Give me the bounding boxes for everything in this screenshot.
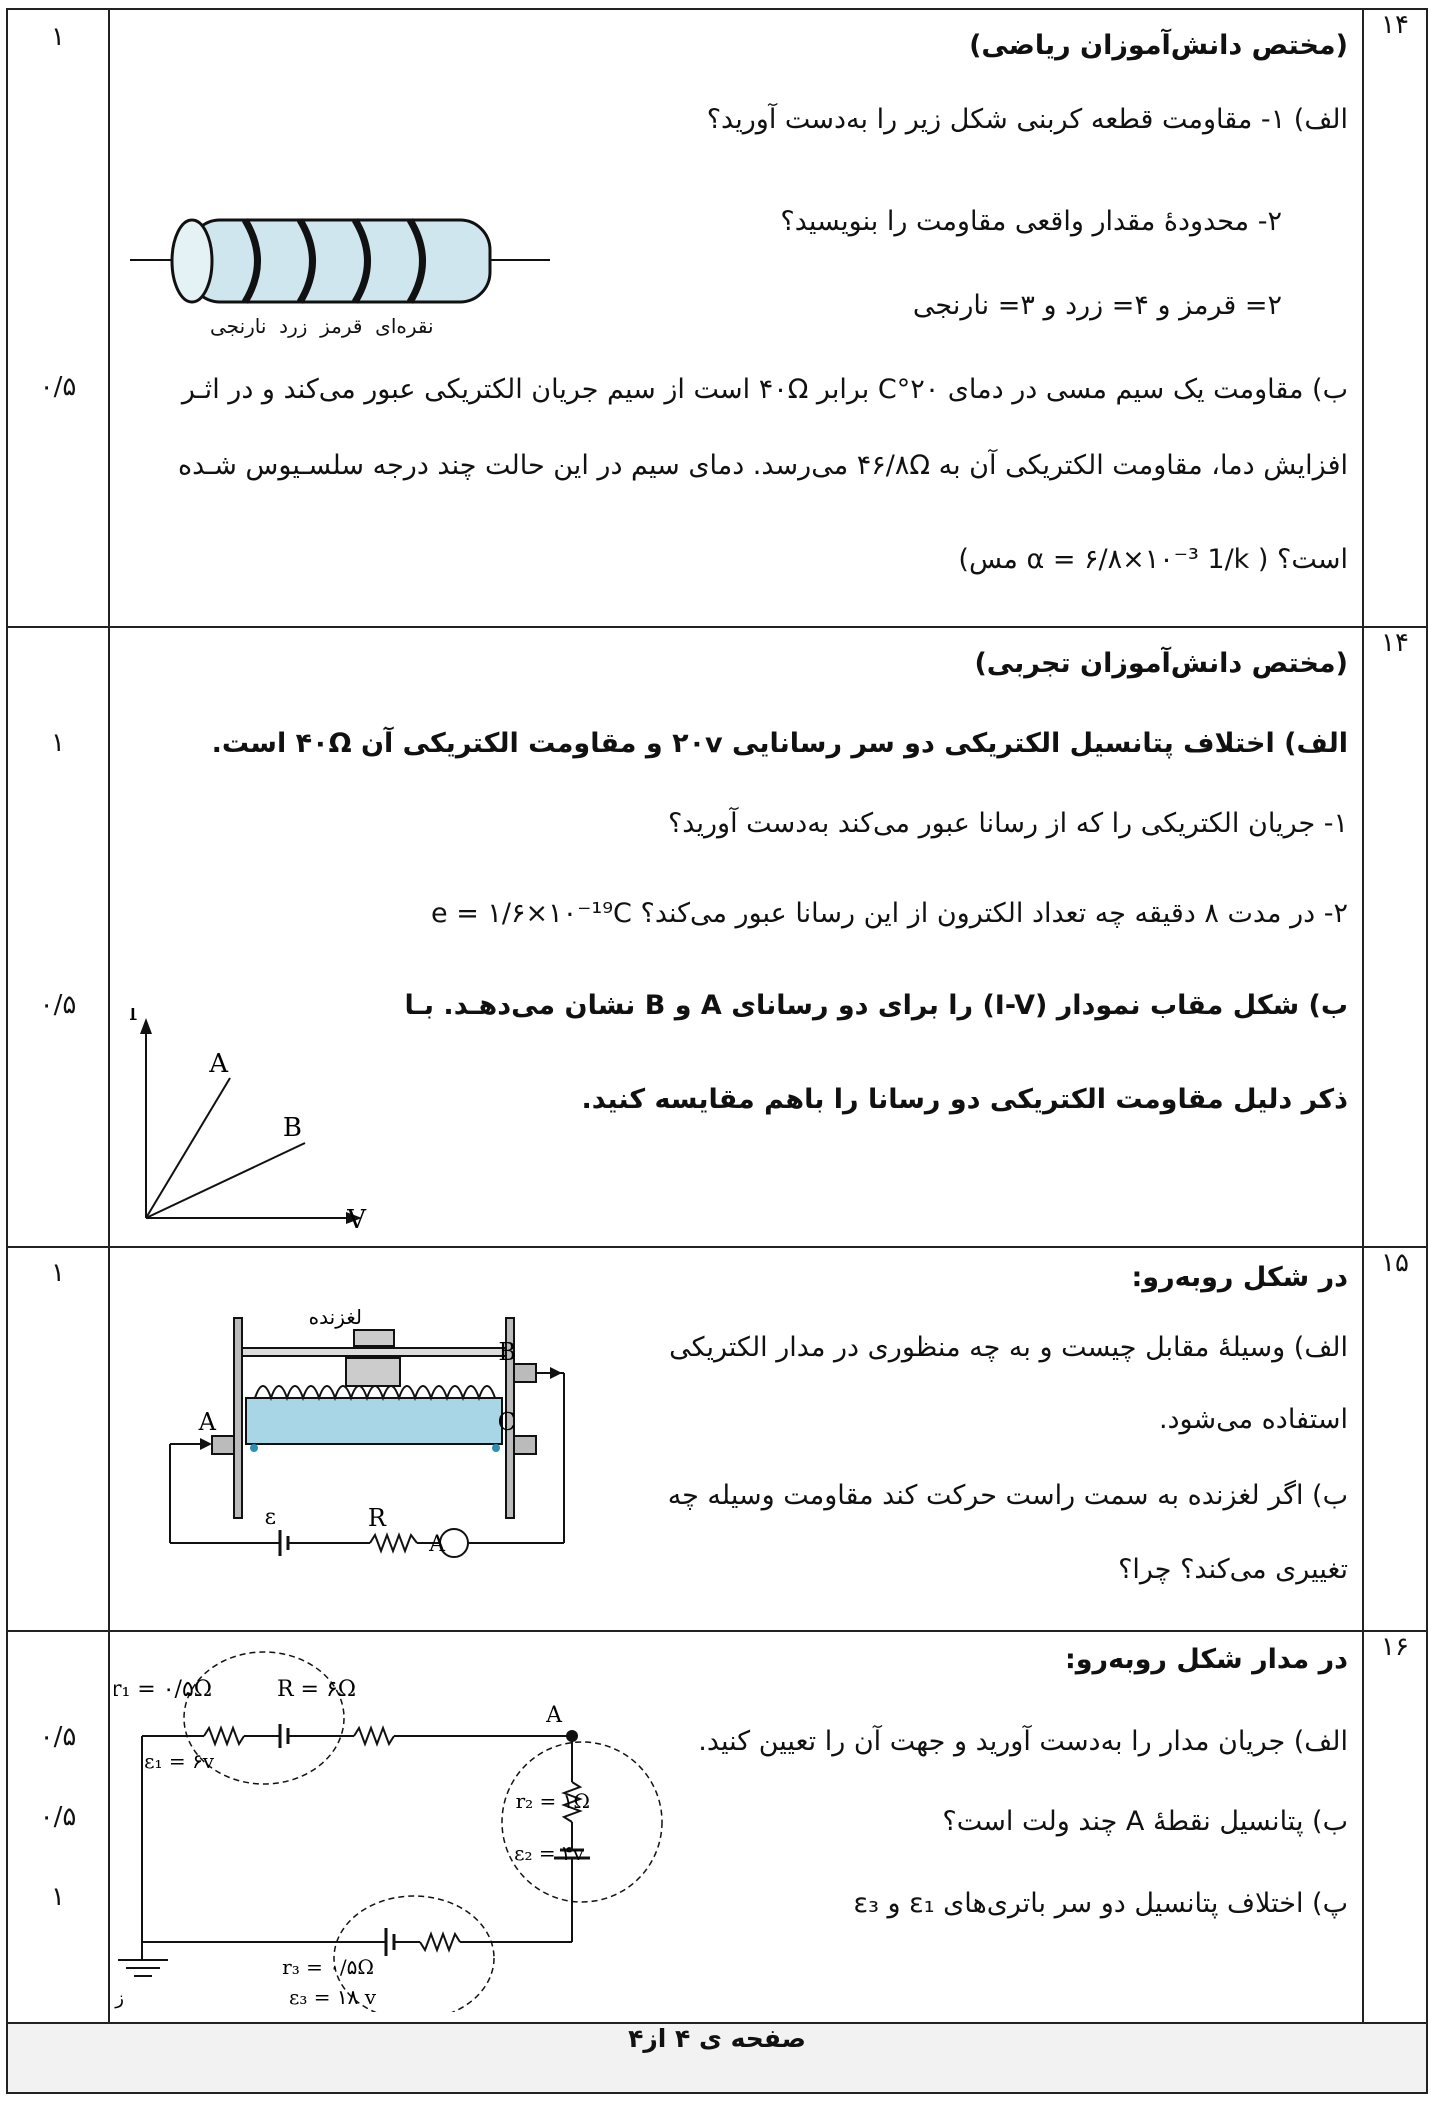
page-number: صفحه ی ۴ از۴: [6, 2022, 1428, 2094]
question-line: استفاده می‌شود.: [1158, 1404, 1348, 1435]
question-line: است؟ ( α = ۶/۸×۱۰⁻³ 1/k مس): [958, 544, 1348, 575]
e1-label: ε₁ = ۶v: [144, 1749, 215, 1773]
score-column: ۱ ۰/۵: [6, 626, 110, 1248]
question-line: پ) اختلاف پتانسیل دو سر باتری‌های ε₁ و ε…: [853, 1888, 1349, 1919]
terminal-a-label: A: [198, 1408, 217, 1436]
rheostat-figure: لغزنده A B C ε R A: [169, 1305, 565, 1558]
question-body: در شکل روبه‌رو: الف) وسیلهٔ مقابل چیست و…: [108, 1246, 1364, 1632]
question-line: ب) مقاومت یک سیم مسی در دمای ۲۰°C برابر …: [181, 374, 1348, 405]
score-column: ۱: [6, 1246, 110, 1632]
question-line: ذکر دلیل مقاومت الکتریکی دو رسانا را باه…: [581, 1084, 1349, 1115]
question-line: ۲= قرمز و ۴= زرد و ۳= نارنجی: [912, 290, 1282, 321]
question-line: ۲- محدودهٔ مقدار واقعی مقاومت را بنویسید…: [780, 206, 1282, 237]
iv-graph: I V A B: [130, 1008, 367, 1235]
question-number: ۱۴: [1362, 8, 1428, 628]
question-line: الف) اختلاف پتانسیل الکتریکی دو سر رسانا…: [211, 728, 1348, 759]
ground-label: زمین: [114, 1988, 124, 2009]
question-body: (مختص دانش‌آموزان ریاضی) الف) ۱- مقاومت …: [108, 8, 1364, 628]
terminal-b-label: B: [498, 1338, 516, 1366]
band-color-labels: نقره‌ای قرمز زرد نارنجی: [210, 314, 434, 338]
line-a-label: A: [208, 1049, 229, 1079]
question-row: ۱۴ (مختص دانش‌آموزان تجربی) الف) اختلاف …: [6, 626, 1428, 1248]
score-value: ۱: [51, 22, 65, 52]
r3-label: r₃ = ۰/۵Ω: [282, 1955, 374, 1979]
slider-label: لغزنده: [309, 1305, 362, 1329]
score-value: ۰/۵: [39, 1722, 77, 1752]
question-row: ۱۵ در شکل روبه‌رو: الف) وسیلهٔ مقابل چیس…: [6, 1246, 1428, 1632]
terminal-c-label: C: [498, 1408, 516, 1436]
node-a-label: A: [545, 1703, 563, 1728]
y-axis-label: I: [130, 1008, 138, 1027]
question-number: ۱۴: [1362, 626, 1428, 1248]
question-line: افزایش دما، مقاومت الکتریکی آن به ۴۶/۸Ω …: [177, 450, 1348, 481]
r-label: R = ۶Ω: [277, 1677, 356, 1702]
question-heading: (مختص دانش‌آموزان تجربی): [974, 648, 1348, 679]
question-body: (مختص دانش‌آموزان تجربی) الف) اختلاف پتا…: [108, 626, 1364, 1248]
question-line: الف) جریان مدار را به‌دست آورید و جهت آن…: [698, 1726, 1348, 1757]
question-line: تغییری می‌کند؟ چرا؟: [1118, 1554, 1348, 1585]
question-line: ب) شکل مقاب نمودار (I-V) را برای دو رسان…: [404, 990, 1348, 1021]
r1-label: r₁ = ۰/۵Ω: [114, 1677, 212, 1702]
question-row: ۱۴ (مختص دانش‌آموزان ریاضی) الف) ۱- مقاو…: [6, 8, 1428, 628]
e2-label: ε₂ = ۴v: [514, 1841, 585, 1865]
score-column: ۰/۵ ۰/۵ ۱: [6, 1630, 110, 2024]
question-line: ب) اگر لغزنده به سمت راست حرکت کند مقاوم…: [667, 1480, 1348, 1511]
question-line: ۱- جریان الکتریکی را که از رسانا عبور می…: [667, 808, 1348, 839]
question-heading: در شکل روبه‌رو:: [1131, 1262, 1348, 1293]
score-value: ۰/۵: [39, 990, 77, 1020]
question-heading: (مختص دانش‌آموزان ریاضی): [969, 30, 1348, 61]
question-row: ۱۶ در مدار شکل روبه‌رو: الف) جریان مدار …: [6, 1630, 1428, 2024]
score-value: ۰/۵: [39, 1802, 77, 1832]
question-line: ب) پتانسیل نقطهٔ A چند ولت است؟: [942, 1806, 1348, 1837]
ammeter-label: A: [428, 1532, 446, 1557]
x-axis-label: V: [346, 1205, 367, 1235]
emf-label: ε: [265, 1505, 276, 1530]
question-heading: در مدار شکل روبه‌رو:: [1064, 1644, 1348, 1675]
r2-label: r₂ = ۱Ω: [516, 1789, 590, 1813]
question-line: ۲- در مدت ۸ دقیقه چه تعداد الکترون از ای…: [431, 898, 1348, 929]
exam-table: ۱۴ (مختص دانش‌آموزان ریاضی) الف) ۱- مقاو…: [6, 8, 1428, 2094]
score-value: ۰/۵: [39, 372, 77, 402]
score-value: ۱: [51, 1258, 65, 1288]
e3-label: ε₃ = ۱۸ v: [289, 1985, 377, 2009]
question-line: الف) ۱- مقاومت قطعه کربنی شکل زیر را به‌…: [706, 104, 1348, 135]
question-line: الف) وسیلهٔ مقابل چیست و به چه منظوری در…: [669, 1332, 1348, 1363]
resistor-label: R: [368, 1504, 387, 1532]
score-value: ۱: [51, 1882, 65, 1912]
footer-row: صفحه ی ۴ از۴: [6, 2022, 1428, 2094]
score-column: ۱ ۰/۵: [6, 8, 110, 628]
question-number: ۱۵: [1362, 1246, 1428, 1632]
carbon-resistor-figure: [130, 218, 550, 304]
line-b-label: B: [283, 1113, 302, 1143]
circuit-figure: r₁ = ۰/۵Ω ε₁ = ۶v R = ۶Ω A r₂ = ۱Ω ε₂ = …: [114, 1651, 663, 2012]
question-number: ۱۶: [1362, 1630, 1428, 2024]
score-value: ۱: [51, 728, 65, 758]
question-body: در مدار شکل روبه‌رو: الف) جریان مدار را …: [108, 1630, 1364, 2024]
